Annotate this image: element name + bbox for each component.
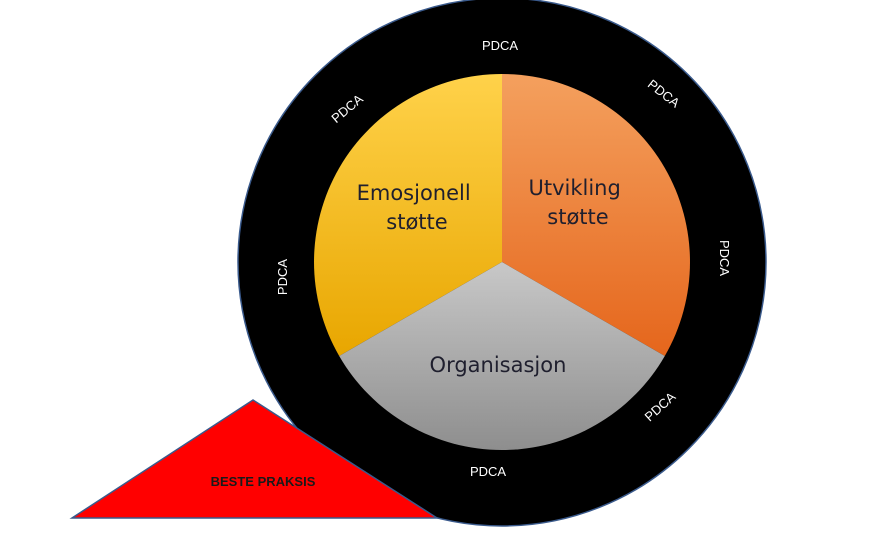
- segment-label-utvikling: Utvikling støtte: [528, 176, 627, 229]
- beste-praksis-label: BESTE PRAKSIS: [211, 474, 316, 489]
- segment-emosjonell: [314, 74, 502, 356]
- segment-utvikling: [502, 74, 690, 356]
- pdca-label-left: PDCA: [275, 259, 290, 295]
- segment-label-emosjonell: Emosjonell støtte: [357, 181, 478, 234]
- pdca-label-top: PDCA: [482, 38, 518, 53]
- pdca-label-right: PDCA: [717, 240, 732, 276]
- beste-praksis-triangle: [69, 399, 440, 519]
- segment-label-organisasjon: Organisasjon: [430, 353, 567, 377]
- pdca-label-bottom: PDCA: [470, 464, 506, 479]
- segment-organisasjon: [339, 262, 665, 450]
